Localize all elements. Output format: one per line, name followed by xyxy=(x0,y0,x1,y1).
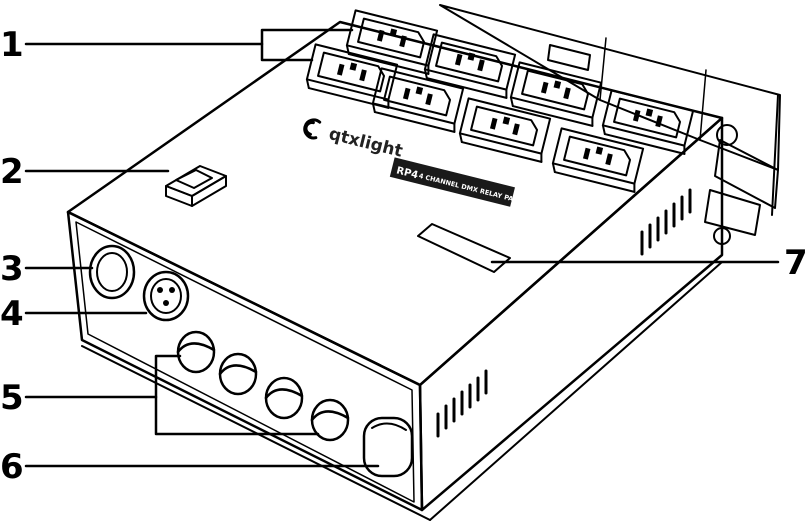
callout-6: 6 xyxy=(0,447,24,487)
fuse-holder[interactable] xyxy=(218,352,258,396)
iec-outlet xyxy=(345,9,439,75)
iec-outlet xyxy=(371,67,465,133)
callout-2: 2 xyxy=(0,152,24,192)
mounting-bracket xyxy=(439,4,781,245)
model-label: RP4 4 CHANNEL DMX RELAY PACK xyxy=(389,157,525,207)
callout-7: 7 xyxy=(784,243,808,283)
iec-outlet xyxy=(551,127,645,193)
fuse-holder[interactable] xyxy=(176,330,216,374)
callout-5: 5 xyxy=(0,378,24,418)
serial-label-plate xyxy=(417,223,511,273)
fuse-holders xyxy=(176,330,350,442)
callout-numbers: 1 2 3 4 5 6 7 xyxy=(0,25,808,487)
iec-outlet xyxy=(423,33,517,99)
power-input-socket[interactable] xyxy=(88,244,136,300)
dmx-xlr-socket[interactable] xyxy=(142,270,190,322)
leader-lines xyxy=(24,28,780,468)
brand-logo: qtxlight xyxy=(303,118,405,162)
iec-power-outlets xyxy=(305,9,695,193)
callout-4: 4 xyxy=(0,294,24,334)
iec-outlet xyxy=(601,89,695,155)
brand-name: qtxlight xyxy=(327,124,405,162)
iec-outlet xyxy=(509,61,603,127)
side-vents xyxy=(436,188,692,438)
qtx-logo-icon xyxy=(303,118,322,140)
fuse-holder[interactable] xyxy=(310,398,350,442)
callout-1: 1 xyxy=(0,25,24,65)
power-switch[interactable] xyxy=(165,165,227,207)
relay-pack-body xyxy=(66,20,724,521)
iec-outlet xyxy=(305,43,399,109)
main-fuse-holder[interactable] xyxy=(362,416,414,478)
fuse-holder[interactable] xyxy=(264,376,304,420)
model-number: RP4 xyxy=(395,165,419,181)
iec-outlet xyxy=(458,97,552,163)
callout-3: 3 xyxy=(0,249,24,289)
